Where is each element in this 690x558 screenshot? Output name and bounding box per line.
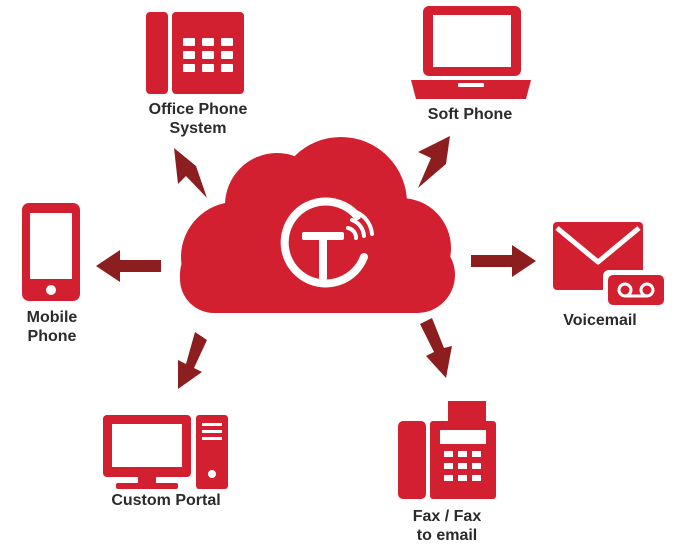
voicemail-label-line-1: Voicemail xyxy=(563,312,637,329)
cloud-hub xyxy=(180,137,455,313)
office-phone-label: Office Phone System xyxy=(128,100,268,138)
arrow-to-office-phone xyxy=(174,148,207,198)
arrow-to-fax xyxy=(420,318,452,378)
voicemail-envelope-icon xyxy=(553,222,669,310)
fax-label: Fax / Fax to email xyxy=(392,507,502,545)
fax-label-line-1: Fax / Fax xyxy=(412,508,482,525)
soft-phone-label: Soft Phone xyxy=(410,105,530,124)
soft-phone-label-line-1: Soft Phone xyxy=(427,106,513,123)
arrow-to-custom-portal xyxy=(178,332,207,389)
custom-portal-label-line-1: Custom Portal xyxy=(111,492,221,509)
mobile-phone-label-line-1: Mobile xyxy=(26,309,78,326)
connector-arrows xyxy=(96,136,536,389)
voicemail-label: Voicemail xyxy=(540,311,660,330)
arrow-to-mobile-phone xyxy=(96,250,161,282)
mobile-phone-label-line-2: Phone xyxy=(27,328,77,345)
arrow-to-soft-phone xyxy=(418,136,450,188)
circular-t-logo-icon xyxy=(280,197,374,288)
custom-portal-label: Custom Portal xyxy=(88,491,244,510)
desk-phone-icon xyxy=(146,12,244,94)
smartphone-icon xyxy=(22,203,80,301)
laptop-icon xyxy=(411,6,531,99)
arrow-to-voicemail xyxy=(471,245,536,277)
office-phone-label-line-1: Office Phone xyxy=(148,101,248,118)
fax-machine-icon xyxy=(398,401,496,499)
fax-label-line-2: to email xyxy=(416,527,478,544)
office-phone-label-line-2: System xyxy=(169,120,227,137)
mobile-phone-label: Mobile Phone xyxy=(12,308,92,346)
desktop-computer-icon xyxy=(103,415,228,489)
